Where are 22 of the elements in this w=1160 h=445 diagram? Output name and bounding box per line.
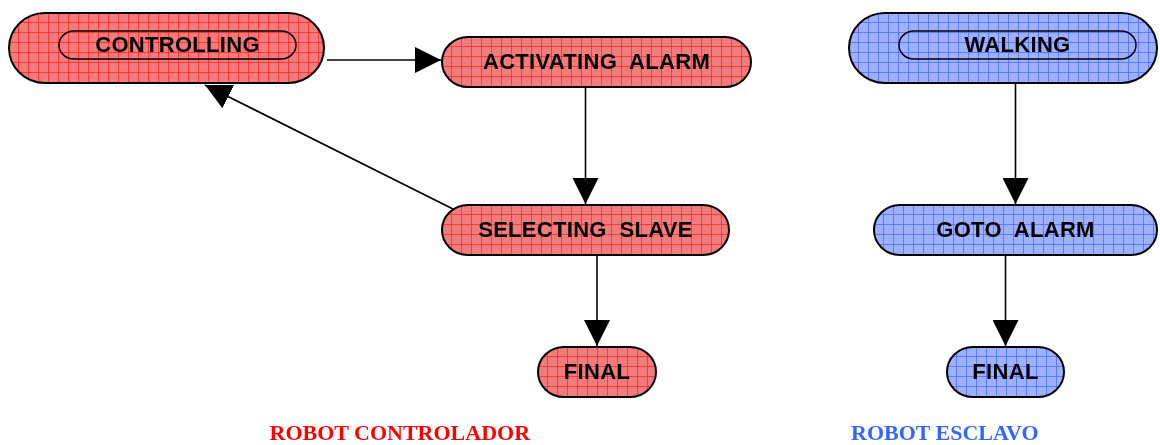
arrow xyxy=(992,255,1019,347)
state-label-frame xyxy=(58,30,297,60)
diagram-caption: ROBOT CONTROLADOR xyxy=(269,420,531,445)
state-box xyxy=(441,36,752,88)
state-name: SELECTING SLAVE xyxy=(477,217,694,243)
state-name: FINAL xyxy=(971,359,1040,385)
state-box xyxy=(441,204,730,256)
state-name: CONTROLLING xyxy=(94,32,261,58)
arrow xyxy=(204,84,456,211)
arrow xyxy=(326,47,442,73)
state-box xyxy=(946,346,1065,398)
state-name: FINAL xyxy=(562,359,632,385)
state-box xyxy=(537,346,657,398)
state-box xyxy=(873,204,1158,256)
state-label-frame xyxy=(898,30,1137,60)
diagram-caption: ROBOT ESCLAVO xyxy=(851,420,1039,445)
arrow xyxy=(1002,83,1029,205)
arrow xyxy=(572,87,599,205)
arrow xyxy=(584,255,610,347)
state-name: WALKING xyxy=(963,32,1072,58)
state-name: ACTIVATING ALARM xyxy=(481,49,712,75)
state-name: GOTO ALARM xyxy=(935,217,1096,243)
